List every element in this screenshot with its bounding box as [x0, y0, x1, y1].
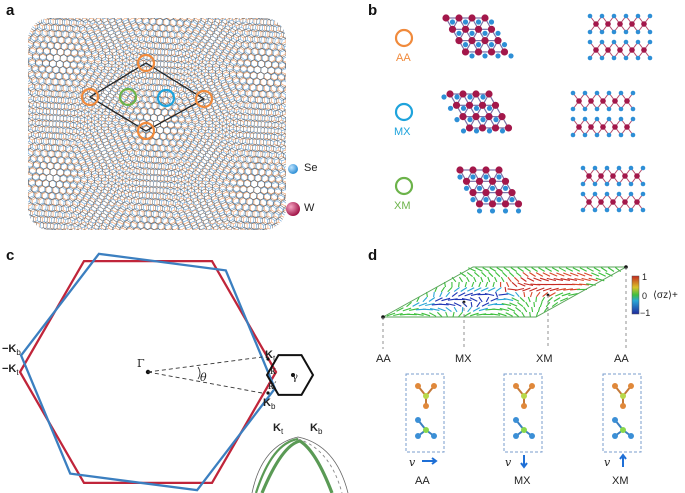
axis-label-xm: XM: [536, 353, 553, 365]
velocity-label-xm: v: [604, 456, 611, 469]
xm-circle: [118, 87, 138, 107]
velocity-label-mx: v: [505, 456, 512, 469]
panel-d: d AA MX XM AA 1 0 −1 ⟨σz⟩+ AA MX XM v v …: [368, 245, 685, 493]
axis-label-mx: MX: [455, 353, 472, 365]
panel-c: c Γ θ Kt Kb −Kb −Kt κ κ′ γ Kt Kb: [0, 245, 360, 493]
aa-circle-bottom: [136, 121, 156, 141]
moire-lattice: [28, 18, 300, 230]
gamma-big-label: Γ: [137, 357, 145, 370]
aa-circle-right: [194, 89, 214, 109]
dashed-line-kt: [147, 356, 263, 373]
stacking-aa-label: AA: [396, 52, 411, 64]
aa-circle-top: [136, 53, 156, 73]
band-kb-label: Kb: [310, 422, 323, 437]
colorbar-max: 1: [642, 272, 648, 282]
colorbar-label: ⟨σz⟩+: [653, 290, 678, 301]
mini-kt-point: [266, 357, 270, 361]
legend-w-label: W: [304, 202, 315, 214]
side-view-layers: [580, 165, 646, 213]
motif-box-0: [405, 373, 445, 453]
panel-a: a Se W: [0, 0, 330, 240]
velocity-label-aa: v: [409, 456, 416, 469]
neg-kt-label: −Kt: [2, 363, 19, 378]
panel-b: b AA MX XM: [368, 0, 685, 240]
bz-red-hexagon: [18, 259, 278, 485]
motif-box-1: [503, 373, 543, 453]
colorbar-mid: 0: [642, 291, 648, 301]
band-sketch: [251, 436, 349, 493]
top-view-lattice: [442, 14, 514, 59]
side-view-layers: [570, 90, 636, 138]
aa-circle-left: [80, 87, 100, 107]
kappa-label: κ: [270, 366, 277, 377]
band-kt-label: Kt: [273, 422, 284, 437]
panel-a-label: a: [6, 2, 15, 19]
legend-w-ball: [286, 202, 300, 216]
top-view-lattice: [441, 90, 513, 134]
gamma-small-label: γ: [292, 372, 298, 383]
axis-label-aa-right: AA: [614, 353, 629, 365]
side-view-layers: [587, 13, 653, 61]
stacking-circle-aa: [394, 28, 414, 48]
stacking-xm-label: XM: [394, 200, 411, 212]
velocity-arrow-2: [619, 453, 627, 467]
mini-bz-hexagon: [265, 354, 315, 396]
velocity-arrow-0: [422, 457, 438, 465]
bz-blue-hexagon: [19, 252, 277, 492]
kt-label: Kt: [265, 349, 276, 364]
motif-label-aa: AA: [415, 475, 430, 487]
theta-arc: [197, 366, 201, 380]
stacking-circle-mx: [394, 102, 414, 122]
mini-gamma-point: [291, 373, 295, 377]
panel-d-label: d: [368, 247, 378, 264]
spin-texture-field: [381, 265, 642, 469]
kb-label: Kb: [263, 397, 276, 412]
dashed-line-kb: [147, 371, 263, 394]
stacking-circle-xm: [394, 176, 414, 196]
neg-kb-label: −Kb: [2, 343, 21, 358]
motif-box-2: [602, 373, 642, 453]
brillouin-zones: [18, 252, 349, 493]
colorbar-min: −1: [640, 308, 651, 318]
top-view-lattice: [456, 166, 523, 214]
stacking-structures: [394, 13, 653, 214]
moire-unit-cell: [88, 62, 206, 132]
mini-kb-point: [266, 391, 270, 395]
velocity-arrow-1: [520, 455, 528, 469]
colorbar: [631, 275, 640, 315]
panel-b-label: b: [368, 2, 378, 19]
legend-se-label: Se: [304, 162, 318, 174]
motif-label-xm: XM: [612, 475, 629, 487]
panel-c-label: c: [6, 247, 15, 264]
stacking-mx-label: MX: [394, 126, 411, 138]
arrow-field: [386, 266, 622, 318]
kappa-prime-label: κ′: [268, 381, 277, 392]
theta-label: θ: [200, 371, 207, 384]
axis-label-aa-left: AA: [376, 353, 391, 365]
motif-label-mx: MX: [514, 475, 531, 487]
mx-circle: [156, 88, 176, 108]
lattice-group: [28, 18, 286, 230]
legend-se-ball: [288, 164, 298, 174]
